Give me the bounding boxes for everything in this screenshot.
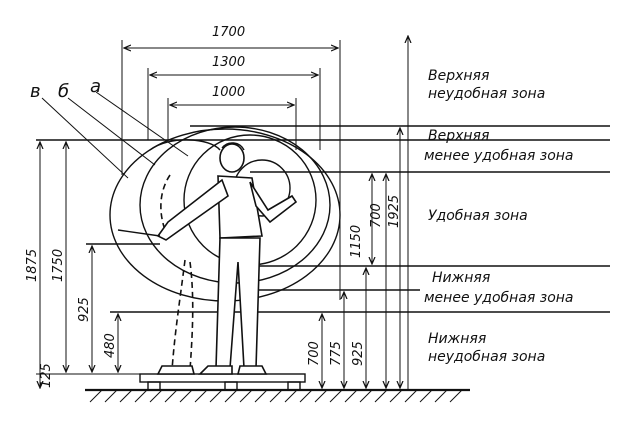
zone-upper-less-convenient-line2: менее удобная зона (424, 148, 574, 164)
platform (139, 373, 306, 391)
zone-lower-inconvenient-line1: Нижняя (428, 331, 486, 347)
dim-1300: 1300 (212, 55, 245, 70)
dim-1000: 1000 (212, 85, 245, 100)
dim-125: 125 (39, 363, 54, 388)
right-dimensions (322, 36, 408, 390)
zone-lower-inconvenient-line2: неудобная зона (428, 349, 545, 365)
dim-700-high: 700 (369, 203, 384, 228)
arc-label-v: в (30, 81, 41, 102)
left-dimensions (36, 142, 140, 388)
dim-1150: 1150 (349, 225, 364, 258)
zone-upper-inconvenient-line2: неудобная зона (428, 86, 545, 102)
arc-label-b: б (58, 81, 69, 102)
dim-1925: 1925 (387, 195, 402, 228)
arc-label-leaders (41, 91, 189, 179)
floor (85, 388, 470, 403)
person-figure (117, 142, 298, 375)
top-dimensions (121, 40, 341, 300)
dim-480: 480 (103, 333, 118, 358)
dim-1750: 1750 (51, 249, 66, 282)
dim-925-left: 925 (77, 297, 92, 322)
dim-700-low: 700 (307, 341, 322, 366)
dim-775: 775 (329, 341, 344, 366)
zone-lower-less-convenient-line1: Нижняя (432, 270, 490, 286)
arc-label-a: а (90, 76, 101, 97)
dim-1700: 1700 (212, 25, 245, 40)
zone-upper-inconvenient-line1: Верхняя (428, 68, 489, 84)
zone-upper-less-convenient-line1: Верхняя (428, 128, 489, 144)
zone-convenient: Удобная зона (428, 208, 528, 224)
zone-lower-less-convenient-line2: менее удобная зона (424, 290, 574, 306)
dim-1875: 1875 (25, 249, 40, 282)
dim-925-right: 925 (351, 341, 366, 366)
